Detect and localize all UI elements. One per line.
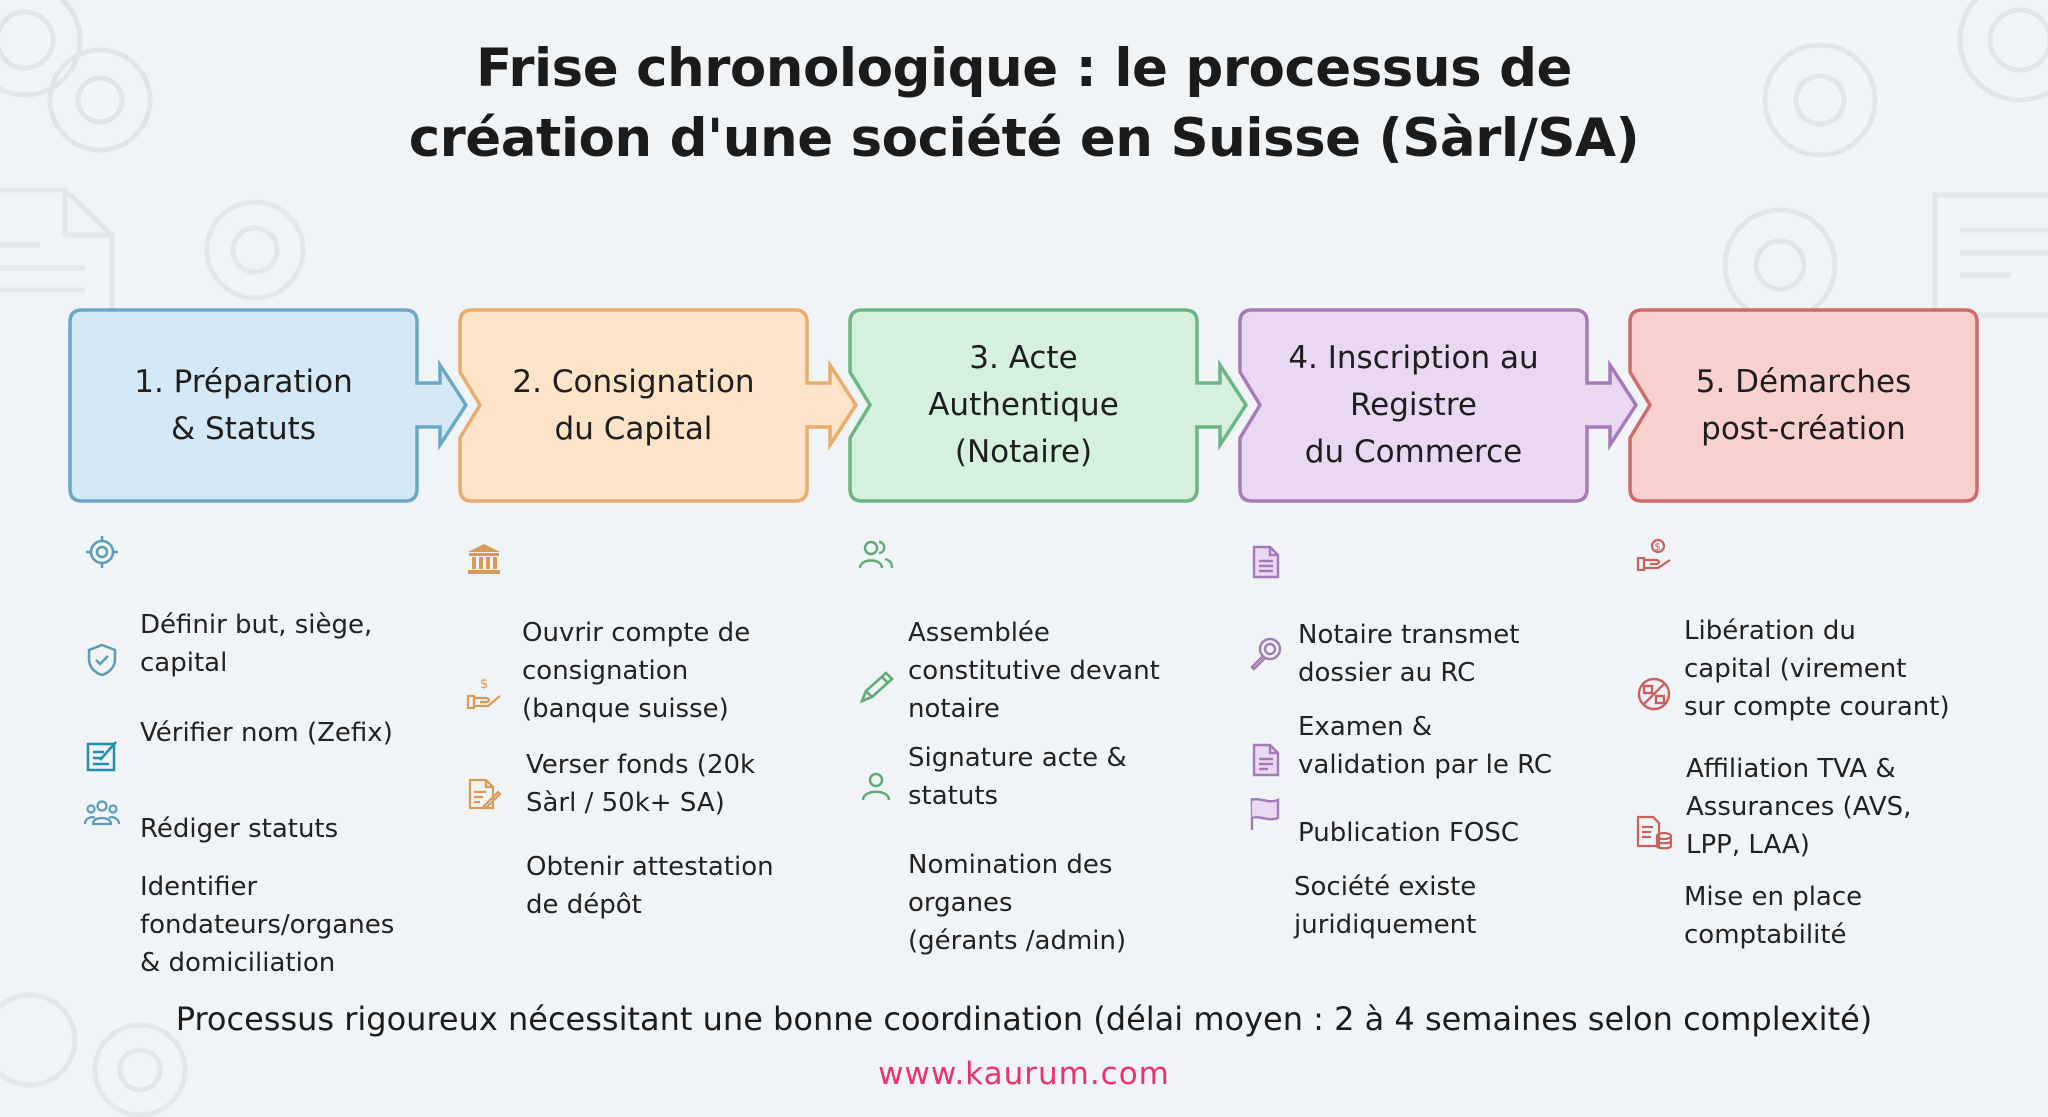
- step-1-box: 1. Préparation & Statuts: [68, 308, 469, 503]
- step-2-shape: [458, 308, 859, 503]
- list-item: Vérifier nom (Zefix): [74, 638, 393, 752]
- list-item: Société existe juridiquement: [1250, 792, 1476, 944]
- list-item: Obtenir attestation de dépôt: [466, 772, 774, 924]
- list-item: $ Libération du capital (virement sur co…: [1636, 536, 1950, 726]
- list-item: Identifier fondateurs/organes & domicili…: [74, 792, 394, 982]
- pen-icon: [859, 671, 894, 704]
- title-line-1: Frise chronologique : le processus de: [476, 38, 1572, 99]
- list-item: Nomination des organes (gérants /admin): [858, 770, 1126, 960]
- user-icon: [861, 772, 891, 801]
- step-2-title: 2. Consignation du Capital: [512, 363, 755, 447]
- step-3-title: 3. Acte Authentique (Notaire): [928, 340, 1119, 470]
- target-icon: [86, 536, 118, 568]
- shield-check-icon: [87, 643, 117, 677]
- list-item: Notaire transmet dossier au RC: [1250, 540, 1519, 692]
- document-pen-icon: [468, 778, 502, 810]
- step-2-box: 2. Consignation du Capital: [458, 308, 859, 503]
- page-title: Frise chronologique : le processus de cr…: [0, 34, 2048, 174]
- step-1-title: 1. Préparation & Statuts: [134, 363, 353, 447]
- hand-money-icon: $: [466, 677, 501, 710]
- svg-text:$: $: [480, 677, 488, 692]
- background-document-left-icon: [0, 187, 115, 320]
- edit-document-icon: [86, 741, 117, 772]
- background-gear-center-left-icon: [204, 199, 306, 301]
- footer-url-link[interactable]: www.kaurum.com: [878, 1056, 1170, 1092]
- list-item: Affiliation TVA & Assurances (AVS, LPP, …: [1636, 674, 1911, 864]
- step-5-shape: [1628, 308, 1979, 503]
- step-4-title: 4. Inscription au Registre du Commerce: [1288, 340, 1539, 470]
- step-1-shape: [68, 308, 469, 503]
- step-3-box: 3. Acte Authentique (Notaire): [848, 308, 1249, 503]
- list-item: Rédiger statuts: [74, 734, 338, 848]
- step-4-shape: [1238, 308, 1639, 503]
- tax-percent-icon: [1637, 677, 1671, 711]
- step-5-title: 5. Démarches post-création: [1695, 363, 1912, 447]
- list-item: Définir but, siège, capital: [74, 530, 372, 682]
- magnifier-icon: [1250, 637, 1282, 671]
- title-line-2: création d'une société en Suisse (Sàrl/S…: [408, 108, 1640, 169]
- list-item: $ Verser fonds (20k Sàrl / 50k+ SA): [466, 670, 755, 822]
- accounting-icon: [1636, 815, 1672, 850]
- list-item: Signature acte & statuts: [858, 663, 1127, 815]
- document-icon: [1252, 743, 1280, 777]
- list-item: Mise en place comptabilité: [1636, 802, 1862, 954]
- bank-icon: [468, 544, 500, 574]
- list-item: Publication FOSC: [1250, 738, 1519, 852]
- step-4-box: 4. Inscription au Registre du Commerce: [1238, 308, 1639, 503]
- list-item: Examen & validation par le RC: [1250, 632, 1552, 784]
- svg-text:$: $: [1655, 542, 1661, 553]
- step-5-box: 5. Démarches post-création: [1628, 308, 1979, 503]
- users-icon: [858, 540, 894, 569]
- group-icon: [84, 800, 120, 826]
- footer-summary: Processus rigoureux nécessitant une bonn…: [175, 1000, 1873, 1038]
- step-3-shape: [848, 308, 1249, 503]
- document-icon: [1252, 545, 1280, 579]
- list-item: Assemblée constitutive devant notaire: [858, 538, 1160, 728]
- hand-money-icon: $: [1636, 538, 1671, 572]
- list-item: Ouvrir compte de consignation (banque su…: [466, 538, 750, 728]
- flag-icon: [1250, 798, 1280, 830]
